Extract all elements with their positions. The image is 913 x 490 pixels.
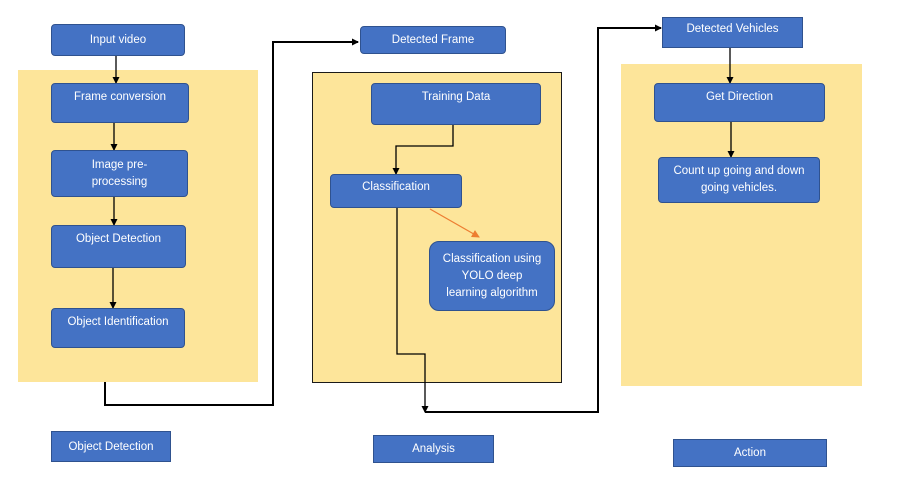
- object-detection-node: Object Detection: [51, 225, 186, 268]
- detected-frame-node: Detected Frame: [360, 26, 506, 54]
- action-caption: Action: [673, 439, 827, 467]
- training-data-node: Training Data: [371, 83, 541, 125]
- analysis-caption: Analysis: [373, 435, 494, 463]
- frame-conversion-node: Frame conversion: [51, 83, 189, 123]
- count-vehicles-node: Count up going and down going vehicles.: [658, 157, 820, 203]
- classification-node: Classification: [330, 174, 462, 208]
- image-preprocessing-node: Image pre-processing: [51, 150, 188, 197]
- classification-yolo-node: Classification using YOLO deep learning …: [429, 241, 555, 311]
- object-detection-caption: Object Detection: [51, 431, 171, 462]
- get-direction-node: Get Direction: [654, 83, 825, 122]
- object-identification-node: Object Identification: [51, 308, 185, 348]
- input-video-node: Input video: [51, 24, 185, 56]
- detected-vehicles-node: Detected Vehicles: [662, 17, 803, 48]
